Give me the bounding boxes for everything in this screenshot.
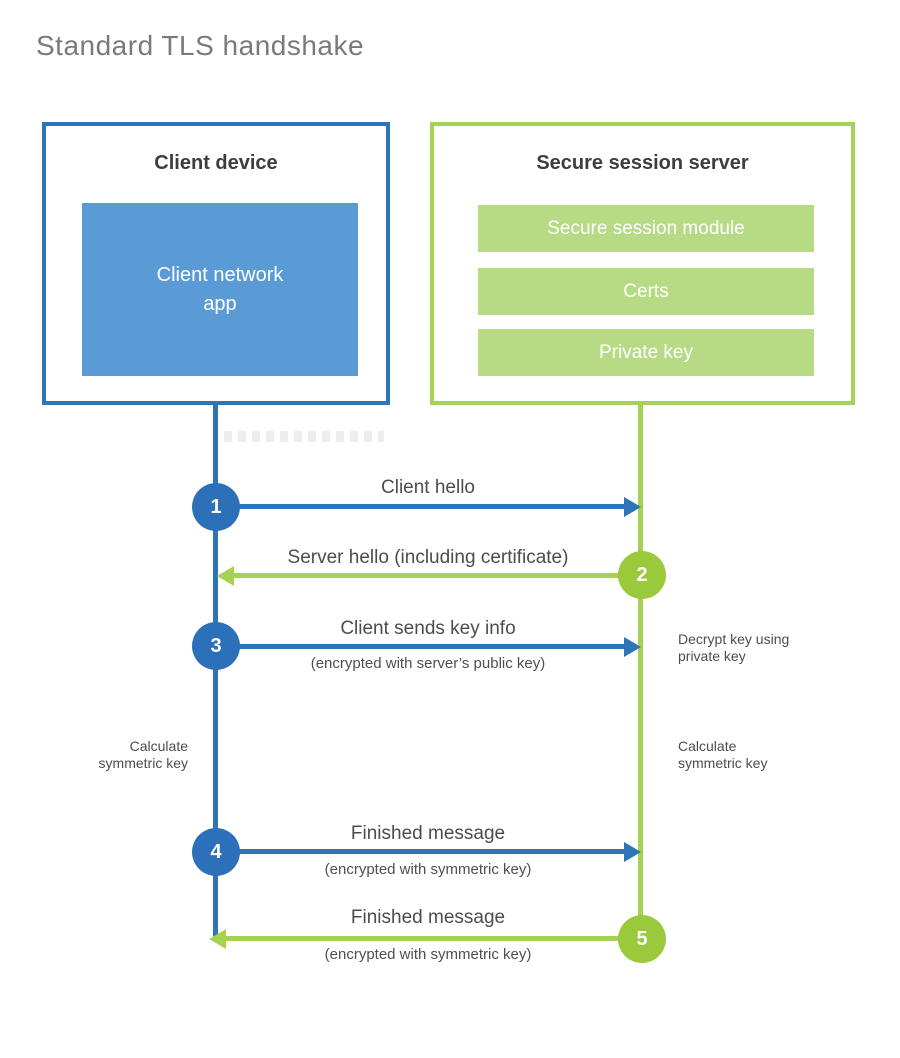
step-3-badge: 3 (192, 622, 240, 670)
message-3-label: Client sends key info (340, 618, 516, 639)
client-lifeline (213, 403, 218, 941)
server-module-secure-session: Secure session module (478, 205, 814, 252)
message-3-arrowhead-icon (624, 637, 641, 657)
client-network-app-box: Client network app (82, 203, 358, 376)
message-2-arrow (233, 573, 640, 578)
note-calculate-symmetric-key-client: Calculate symmetric key (98, 738, 188, 772)
message-5-label: Finished message (350, 907, 506, 928)
message-5-arrowhead-icon (209, 929, 226, 949)
server-lifeline (638, 403, 643, 941)
note-calculate-symmetric-key-server: Calculate symmetric key (678, 738, 768, 772)
message-2-arrowhead-icon (217, 566, 234, 586)
client-device-title: Client device (154, 152, 278, 174)
message-2-label: Server hello (including certificate) (287, 547, 569, 568)
message-1-label: Client hello (381, 477, 475, 498)
message-4-arrowhead-icon (624, 842, 641, 862)
secure-session-server-title: Secure session server (536, 152, 749, 174)
message-5-sublabel: (encrypted with symmetric key) (324, 946, 532, 963)
message-4-label: Finished message (350, 823, 506, 844)
step-2-badge: 2 (618, 551, 666, 599)
step-5-badge: 5 (618, 915, 666, 963)
step-1-badge: 1 (192, 483, 240, 531)
note-decrypt-key: Decrypt key using private key (678, 631, 790, 665)
page-title: Standard TLS handshake (36, 30, 365, 61)
message-5-arrow (225, 936, 640, 941)
message-3-arrow (216, 644, 626, 649)
message-3-sublabel: (encrypted with server’s public key) (310, 655, 546, 672)
message-1-arrow (216, 504, 626, 509)
message-4-sublabel: (encrypted with symmetric key) (324, 861, 532, 878)
secure-session-server-box: Secure session server Secure session mod… (430, 122, 855, 405)
step-4-badge: 4 (192, 828, 240, 876)
client-device-box: Client device Client network app (42, 122, 390, 405)
server-module-certs: Certs (478, 268, 814, 315)
faint-dashed-line (224, 431, 384, 442)
server-module-private-key: Private key (478, 329, 814, 376)
message-4-arrow (216, 849, 626, 854)
message-1-arrowhead-icon (624, 497, 641, 517)
